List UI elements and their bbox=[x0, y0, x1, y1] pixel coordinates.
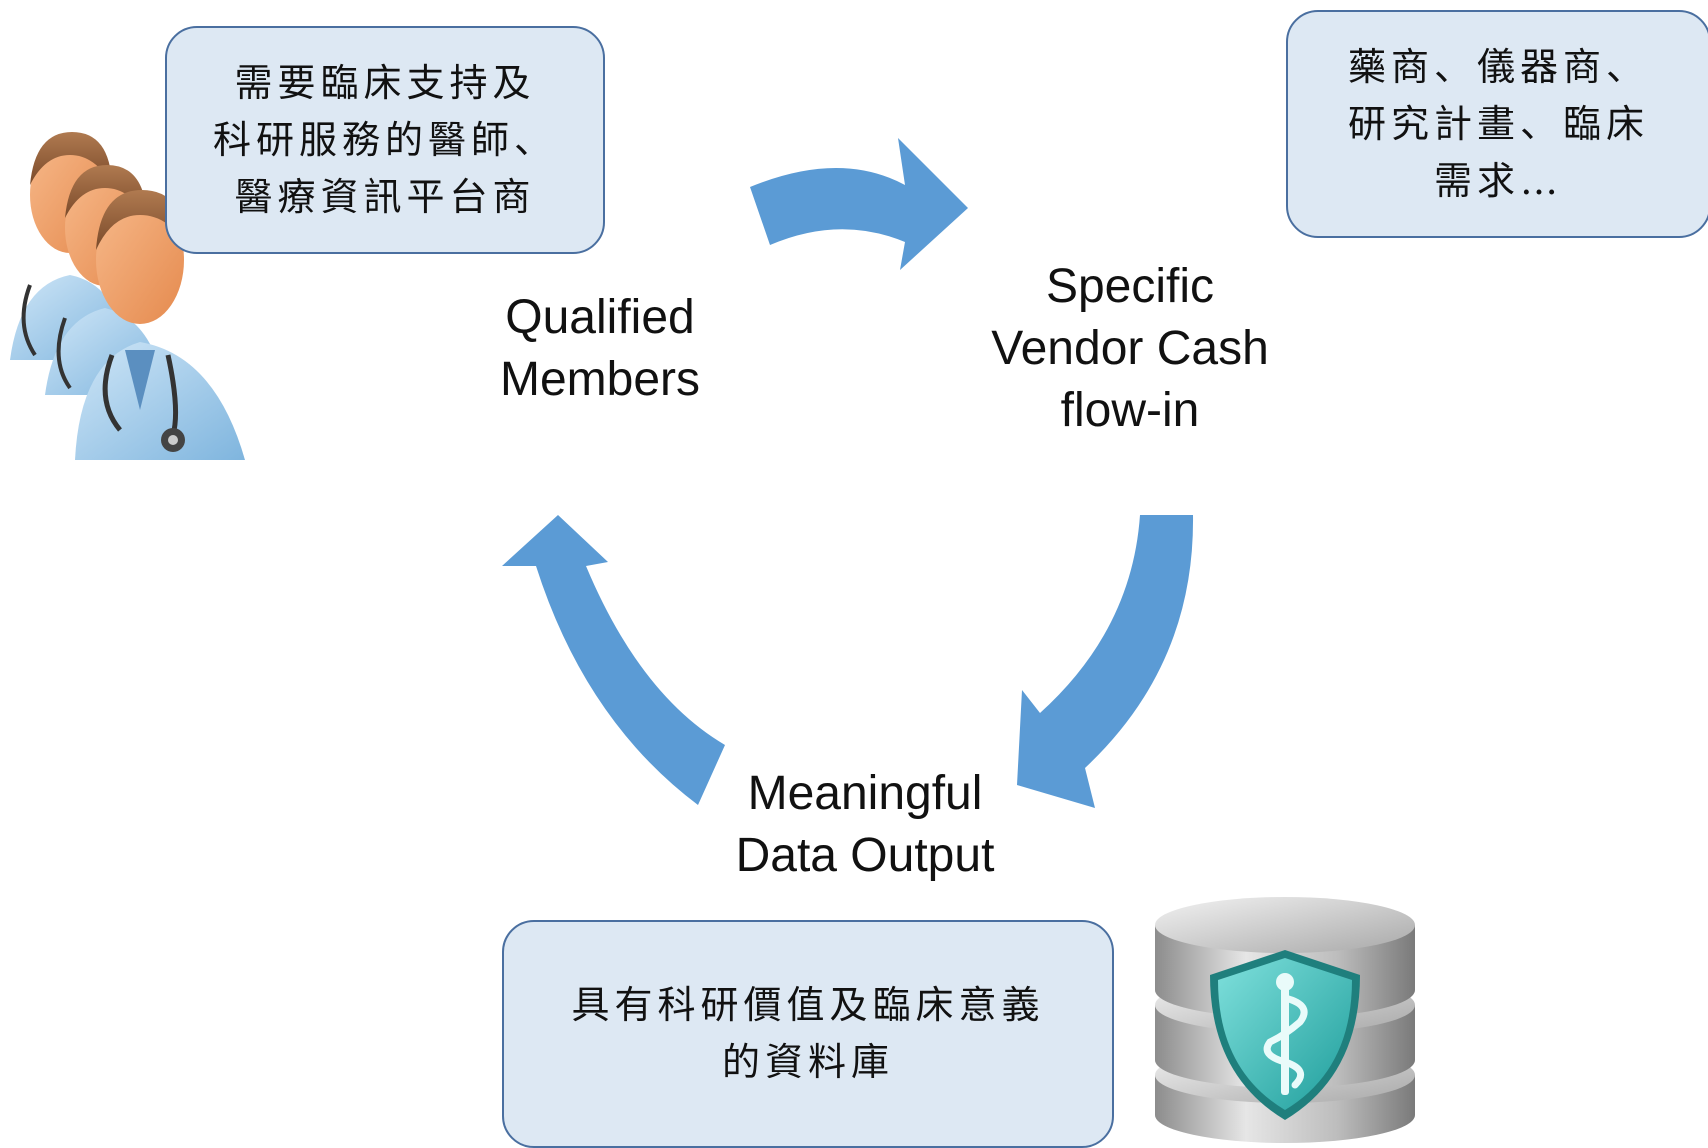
node-meaningful-data-output: Meaningful Data Output bbox=[735, 767, 995, 882]
doctors-group-icon bbox=[10, 132, 245, 460]
callout-database: 具有科研價值及臨床意義 的資料庫 bbox=[502, 920, 1114, 1148]
arrow-cash-to-data bbox=[1017, 515, 1194, 808]
medical-shield-icon bbox=[1210, 950, 1360, 1120]
callout-vendors: 藥商、儀器商、 研究計畫、臨床 需求… bbox=[1286, 10, 1708, 238]
medical-database-icon bbox=[1155, 897, 1415, 1143]
node-vendor-cash-flow-in: Specific Vendor Cash flow-in bbox=[991, 260, 1269, 437]
callout-doctors: 需要臨床支持及 科研服務的醫師、 醫療資訊平台商 bbox=[165, 26, 605, 254]
arrow-members-to-cash bbox=[750, 138, 968, 270]
doctor-front bbox=[75, 190, 245, 460]
arrow-data-to-members bbox=[502, 515, 725, 805]
node-qualified-members: Qualified Members bbox=[499, 291, 701, 406]
